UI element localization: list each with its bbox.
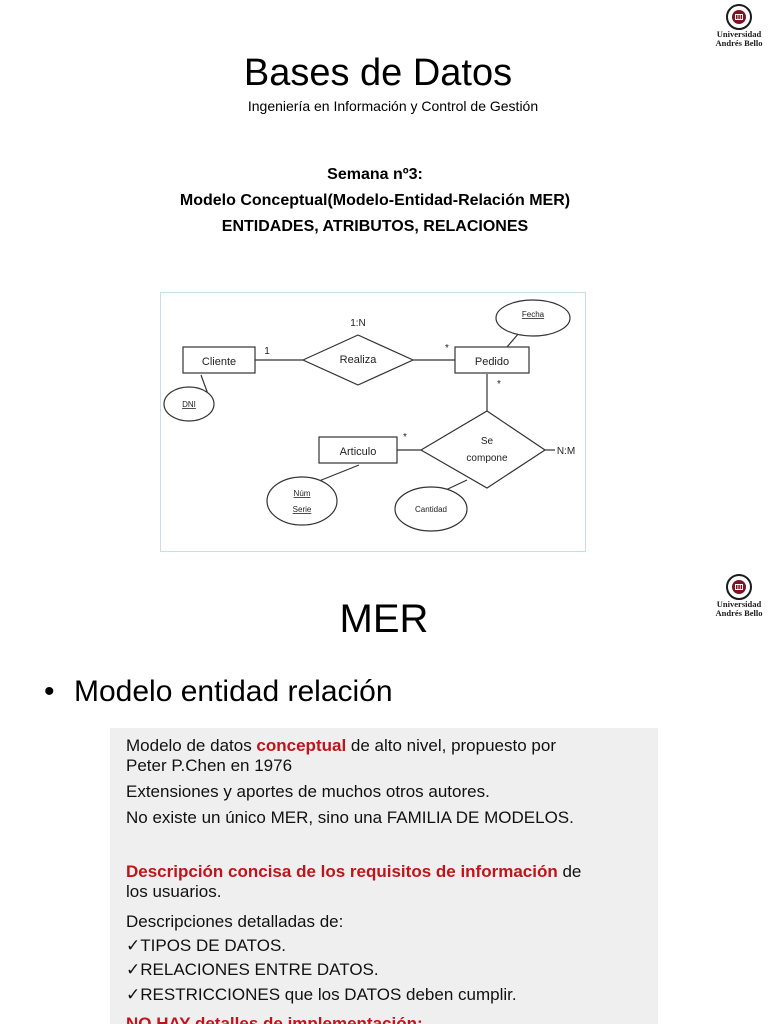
university-logo: Universidad Andrés Bello — [704, 574, 768, 618]
para3: No existe un único MER, sino una FAMILIA… — [126, 808, 574, 827]
er-diagram: Cliente Pedido Articulo Realiza Se compo… — [160, 292, 586, 552]
bullet-text: Modelo entidad relación — [74, 675, 393, 708]
bullet-item: • Modelo entidad relación — [44, 672, 393, 712]
check-item: ✓RESTRICCIONES que los DATOS deben cumpl… — [126, 985, 517, 1004]
cardinality-nm: N:M — [557, 446, 575, 457]
attribute-num-serie — [266, 476, 338, 526]
line-pedido-fecha — [506, 332, 520, 348]
relation-compone-label: compone — [466, 453, 508, 464]
mer-title: MER — [339, 597, 429, 641]
cardinality-articulo-star: * — [403, 432, 407, 443]
attribute-fecha — [495, 299, 571, 337]
entity-cliente — [182, 346, 256, 374]
para1-post: de alto nivel, propuesto por — [346, 736, 556, 755]
attribute-dni — [163, 386, 215, 422]
entity-pedido-label: Pedido — [475, 356, 509, 368]
para5: Descripciones detalladas de: — [126, 912, 344, 931]
topic-label: Modelo Conceptual(Modelo-Entidad-Relació… — [179, 192, 571, 209]
university-name-line1: Universidad — [716, 599, 762, 609]
para1-pre: Modelo de datos — [126, 736, 257, 755]
attribute-num-label: Núm — [294, 489, 311, 498]
slide-title: Bases de Datos — [243, 52, 513, 94]
cardinality-pedido-star: * — [445, 343, 449, 354]
slide-subtitle: Ingeniería en Información y Control de G… — [247, 98, 539, 114]
entity-cliente-label: Cliente — [202, 356, 236, 368]
last-line: NO HAY detalles de implementación: — [126, 1014, 423, 1024]
attribute-fecha-label: Fecha — [522, 310, 545, 319]
mer-description-box: Modelo de datos conceptual de alto nivel… — [110, 728, 658, 1024]
cardinality-cliente-1: 1 — [264, 346, 270, 357]
university-logo: Universidad Andrés Bello — [704, 4, 768, 48]
relation-realiza-label: Realiza — [340, 354, 378, 366]
subtopic-label: ENTIDADES, ATRIBUTOS, RELACIONES — [221, 218, 529, 235]
para2: Extensiones y aportes de muchos otros au… — [126, 782, 490, 801]
bullet-dot-icon: • — [44, 675, 55, 708]
para1: Modelo de datos conceptual de alto nivel… — [126, 736, 646, 756]
attribute-cantidad — [394, 486, 468, 532]
week-label: Semana nº3: — [327, 166, 423, 183]
relation-secompone — [419, 410, 547, 489]
university-crest-icon — [726, 574, 752, 600]
para4-post: de — [557, 862, 582, 881]
entity-articulo — [318, 436, 398, 464]
para4: Descripción concisa de los requisitos de… — [126, 862, 646, 882]
cardinality-1n: 1:N — [350, 318, 366, 329]
university-name-line2: Andrés Bello — [715, 38, 763, 48]
entity-pedido — [454, 346, 530, 374]
relation-se-label: Se — [481, 436, 494, 447]
para4-line2: los usuarios. — [126, 882, 222, 901]
entity-articulo-label: Articulo — [340, 446, 377, 458]
relation-realiza — [301, 334, 415, 386]
para1-line2: Peter P.Chen en 1976 — [126, 756, 293, 775]
para1-highlight: conceptual — [256, 736, 347, 755]
cardinality-pedido-compone-star: * — [497, 379, 501, 390]
attribute-dni-label: DNI — [182, 400, 196, 409]
university-name-line2: Andrés Bello — [715, 608, 763, 618]
para4-highlight: Descripción concisa de los requisitos de… — [126, 862, 558, 881]
university-name-line1: Universidad — [716, 29, 762, 39]
week-heading-block: Semana nº3: Modelo Conceptual(Modelo-Ent… — [0, 162, 750, 240]
check-item: ✓RELACIONES ENTRE DATOS. — [126, 960, 379, 979]
university-crest-icon — [726, 4, 752, 30]
check-item: ✓TIPOS DE DATOS. — [126, 936, 287, 955]
attribute-serie-label: Serie — [293, 505, 312, 514]
attribute-cantidad-label: Cantidad — [415, 505, 447, 514]
